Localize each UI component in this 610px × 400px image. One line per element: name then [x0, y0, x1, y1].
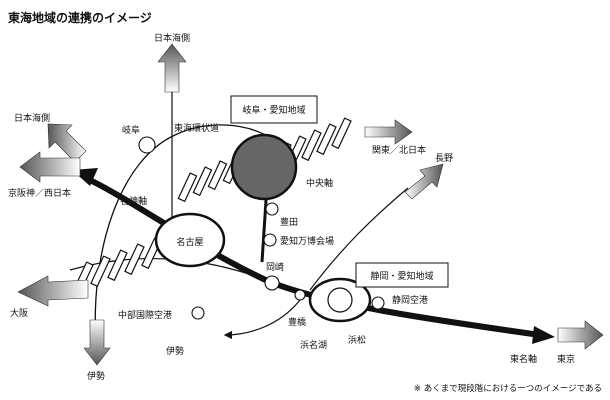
gifu-aichi-core: [230, 133, 298, 201]
label-nihonkai-left: 日本海側: [14, 112, 50, 124]
nihonkai-left-arrow: [47, 123, 87, 163]
osaka-arrow: [17, 275, 89, 307]
nagano-line: [309, 187, 409, 291]
shizuoka-aichi-label: 静岡・愛知地域: [370, 270, 433, 282]
gifu-aichi-label-box: [230, 95, 318, 124]
label-hamanako: 浜名湖: [300, 339, 327, 351]
label-kanto: 関東／北日本: [372, 144, 426, 156]
okazaki-node: [264, 275, 280, 291]
label-chubu-airport: 中部国際空港: [118, 309, 172, 321]
label-toyota: 豊田: [280, 216, 298, 228]
footnote: ※ あくまで現段階における一つのイメージである: [414, 383, 602, 394]
hamanako-circle: [327, 287, 353, 313]
toyohashi-node: [294, 289, 306, 301]
label-nagano: 長野: [435, 153, 453, 164]
label-expo: 愛知万博会場: [280, 235, 334, 247]
label-shizuoka-airport: 静岡空港: [392, 294, 428, 306]
diagram-title: 東海地域の連携のイメージ: [8, 10, 152, 25]
nihonkai-top-arrow: [157, 43, 187, 93]
label-toyohashi: 豊橋: [288, 316, 306, 328]
chubu-airport-node: [191, 306, 205, 320]
label-ise-bottom: 伊勢: [87, 370, 105, 382]
label-okazaki: 岡崎: [266, 261, 284, 273]
gifu-node: [138, 136, 156, 154]
label-keihanshin: 京阪神／西日本: [8, 187, 71, 199]
tomei-arrowhead: [532, 326, 555, 344]
label-ise-center: 伊勢: [166, 345, 184, 357]
gifu-band-stripes: [177, 154, 243, 203]
toyota-node: [265, 202, 279, 216]
label-tokai-ring: 東海環状道: [174, 122, 219, 134]
label-gifu: 岐阜: [122, 124, 140, 136]
keihanshin-arrow: [19, 151, 81, 183]
kanto-arrow: [364, 119, 413, 145]
label-chuo-axis: 中央軸: [306, 177, 333, 189]
expo-node: [263, 233, 277, 247]
ise-arc: [223, 299, 301, 340]
label-hamamatsu: 浜松: [348, 334, 366, 346]
label-tokyo: 東京: [557, 353, 575, 365]
nagano-arrow: [404, 163, 444, 200]
gifu-aichi-label: 岐阜・愛知地域: [242, 104, 305, 116]
label-meishin-axis: 名神軸: [120, 195, 147, 207]
tokyo-arrow: [557, 320, 604, 350]
ise-bottom-arrow: [83, 319, 111, 366]
shizuoka-airport-node: [371, 296, 385, 310]
nagoya-node: [154, 212, 226, 268]
label-nihonkai-top: 日本海側: [154, 32, 190, 44]
label-tomei-axis: 東名軸: [510, 353, 537, 365]
shizuoka-aichi-label-box: [355, 262, 449, 288]
label-osaka: 大阪: [10, 307, 28, 319]
label-nagoya: 名古屋: [176, 236, 203, 248]
